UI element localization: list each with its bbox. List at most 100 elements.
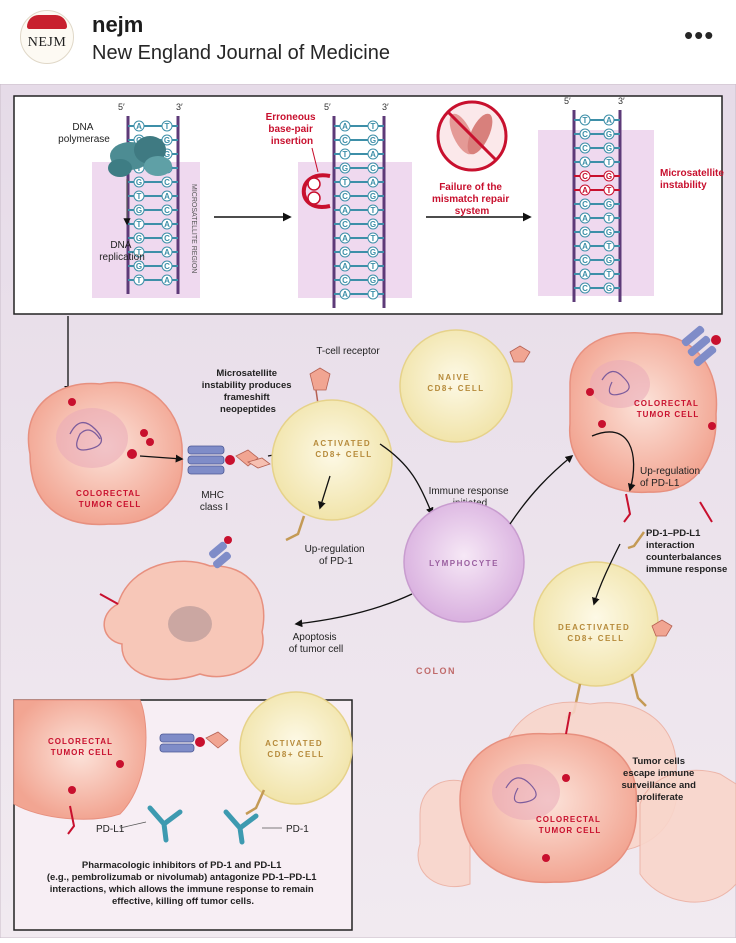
- post-header: NEJM nejm New England Journal of Medicin…: [0, 0, 736, 84]
- base-letter: T: [371, 122, 376, 131]
- insertion-loop-icon: [301, 173, 331, 209]
- inset-tumor-cell-label: COLORECTAL TUMOR CELL: [48, 737, 116, 757]
- base-letter: A: [606, 116, 612, 125]
- base-circle: [339, 120, 351, 132]
- base-letter: T: [583, 116, 588, 125]
- colon-label: COLON: [416, 666, 456, 676]
- tumor-cell-label-bottom: COLORECTAL TUMOR CELL: [536, 815, 604, 835]
- base-circle: [133, 176, 145, 188]
- nejm-logo-ring: [27, 15, 67, 29]
- naive-cd8-label: NAIVE CD8+ CELL: [427, 373, 484, 393]
- dna-polymerase-label: DNA polymerase: [58, 122, 110, 145]
- base-letter: C: [342, 276, 348, 285]
- erroneous-insertion-label: Erroneous base-pair insertion: [266, 112, 319, 147]
- base-letter: G: [342, 164, 348, 173]
- base-circle: [603, 184, 615, 196]
- base-letter: T: [165, 122, 170, 131]
- five-prime-label: 5′: [118, 102, 125, 112]
- base-letter: T: [371, 234, 376, 243]
- inset-pd-l1-label: PD-L1: [96, 824, 125, 835]
- base-letter: C: [342, 248, 348, 257]
- base-circle: [339, 190, 351, 202]
- lymphocyte-cell: LYMPHOCYTE: [403, 501, 525, 623]
- base-letter: T: [607, 158, 612, 167]
- base-letter: G: [606, 284, 612, 293]
- base-letter: G: [606, 172, 612, 181]
- base-circle: [367, 134, 379, 146]
- deactivated-cd8-cell: DEACTIVATED CD8+ CELL: [533, 561, 673, 719]
- base-circle: [367, 176, 379, 188]
- five-prime-label: 5′: [564, 96, 571, 106]
- t-cell-receptor-icon: [309, 367, 331, 405]
- base-circle: [161, 176, 173, 188]
- base-letter: C: [582, 284, 588, 293]
- base-circle: [133, 190, 145, 202]
- base-letter: A: [582, 242, 588, 251]
- upregulation-pd1-label: Up-regulation of PD-1: [305, 544, 368, 567]
- dna-strands: 5′3′ATCGCGTAGCTAGCTAGCTAGCTA5′3′ATCGTAGC…: [118, 96, 625, 308]
- base-letter: C: [582, 200, 588, 209]
- antibody-icon-left: [147, 805, 183, 843]
- five-prime-label: 5′: [324, 102, 331, 112]
- base-letter: A: [342, 206, 348, 215]
- three-prime-label: 3′: [618, 96, 625, 106]
- base-circle: [579, 170, 591, 182]
- base-circle: [161, 232, 173, 244]
- account-handle[interactable]: nejm: [92, 12, 144, 37]
- base-letter: G: [606, 144, 612, 153]
- base-letter: G: [164, 150, 170, 159]
- msi-neopeptides-label: Microsatellite instability produces fram…: [202, 368, 294, 415]
- base-letter: A: [370, 150, 376, 159]
- base-letter: T: [343, 178, 348, 187]
- base-circle: [367, 274, 379, 286]
- base-circle: [579, 240, 591, 252]
- base-letter: G: [606, 200, 612, 209]
- base-circle: [161, 246, 173, 258]
- base-circle: [603, 268, 615, 280]
- base-letter: T: [607, 186, 612, 195]
- base-circle: [603, 226, 615, 238]
- more-options-icon[interactable]: •••: [684, 20, 715, 50]
- base-letter: C: [342, 192, 348, 201]
- base-letter: C: [164, 178, 170, 187]
- base-circle: [603, 114, 615, 126]
- base-circle: [161, 260, 173, 272]
- base-circle: [579, 114, 591, 126]
- escape-proliferate-label: Tumor cells escape immune surveillance a…: [621, 756, 698, 803]
- base-circle: [133, 120, 145, 132]
- base-circle: [133, 232, 145, 244]
- base-circle: [367, 148, 379, 160]
- base-letter: T: [137, 220, 142, 229]
- base-letter: T: [371, 206, 376, 215]
- base-circle: [367, 260, 379, 272]
- activated-cd8-label: ACTIVATED CD8+ CELL: [313, 439, 375, 459]
- base-letter: C: [582, 256, 588, 265]
- base-letter: A: [164, 220, 170, 229]
- base-circle: [133, 204, 145, 216]
- base-circle: [161, 274, 173, 286]
- base-circle: [603, 156, 615, 168]
- base-circle: [133, 274, 145, 286]
- base-circle: [579, 198, 591, 210]
- base-letter: C: [370, 164, 376, 173]
- inset-activated-cd8-label: ACTIVATED CD8+ CELL: [265, 739, 327, 759]
- base-circle: [579, 156, 591, 168]
- base-letter: C: [582, 228, 588, 237]
- base-circle: [603, 282, 615, 294]
- avatar-text: NEJM: [27, 35, 67, 50]
- base-letter: T: [137, 192, 142, 201]
- profile-avatar[interactable]: NEJM: [20, 10, 74, 64]
- base-circle: [133, 246, 145, 258]
- base-letter: A: [342, 290, 348, 299]
- base-letter: A: [164, 248, 170, 257]
- base-letter: G: [370, 192, 376, 201]
- base-circle: [367, 218, 379, 230]
- inset-caption: Pharmacologic inhibitors of PD-1 and PD-…: [47, 860, 319, 907]
- base-circle: [579, 226, 591, 238]
- base-circle: [579, 128, 591, 140]
- base-letter: A: [370, 178, 376, 187]
- base-letter: A: [342, 234, 348, 243]
- three-prime-label: 3′: [176, 102, 183, 112]
- mhc-class-i-icon: [187, 445, 235, 475]
- base-letter: A: [582, 158, 588, 167]
